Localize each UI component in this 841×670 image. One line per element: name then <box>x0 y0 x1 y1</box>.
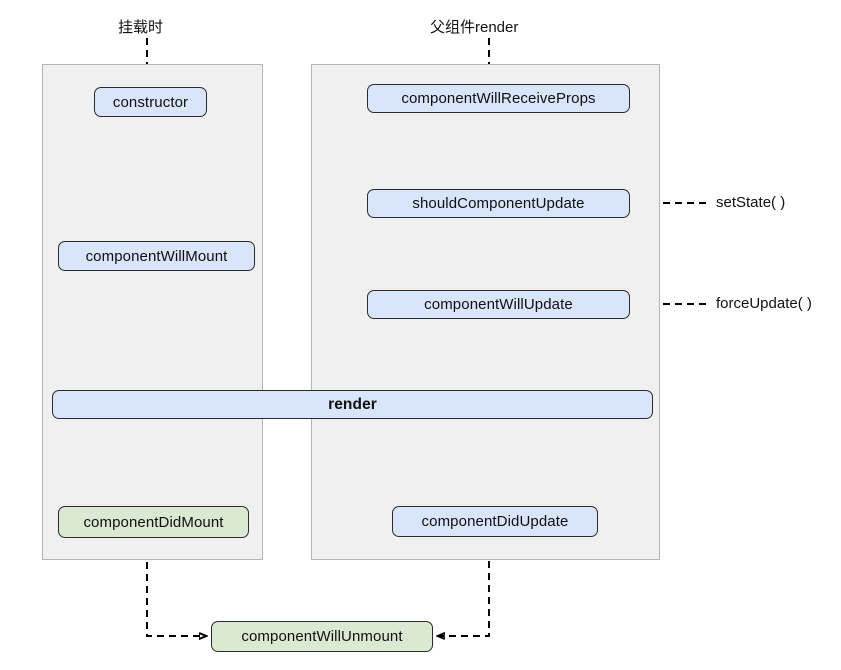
trigger-forceupdate-label: forceUpdate( ) <box>716 295 812 312</box>
node-component-did-mount[interactable]: componentDidMount <box>58 506 249 538</box>
node-component-will-receive-props[interactable]: componentWillReceiveProps <box>367 84 630 113</box>
node-component-will-unmount[interactable]: componentWillUnmount <box>211 621 433 652</box>
mount-phase-panel <box>42 64 263 560</box>
node-component-will-mount[interactable]: componentWillMount <box>58 241 255 271</box>
node-should-component-update[interactable]: shouldComponentUpdate <box>367 189 630 218</box>
node-render[interactable]: render <box>52 390 653 419</box>
node-component-did-update[interactable]: componentDidUpdate <box>392 506 598 537</box>
node-component-will-update[interactable]: componentWillUpdate <box>367 290 630 319</box>
trigger-setstate-label: setState( ) <box>716 194 786 211</box>
update-entry-label: 父组件render <box>430 19 519 36</box>
node-constructor[interactable]: constructor <box>94 87 207 117</box>
mount-entry-label: 挂载时 <box>118 19 164 36</box>
